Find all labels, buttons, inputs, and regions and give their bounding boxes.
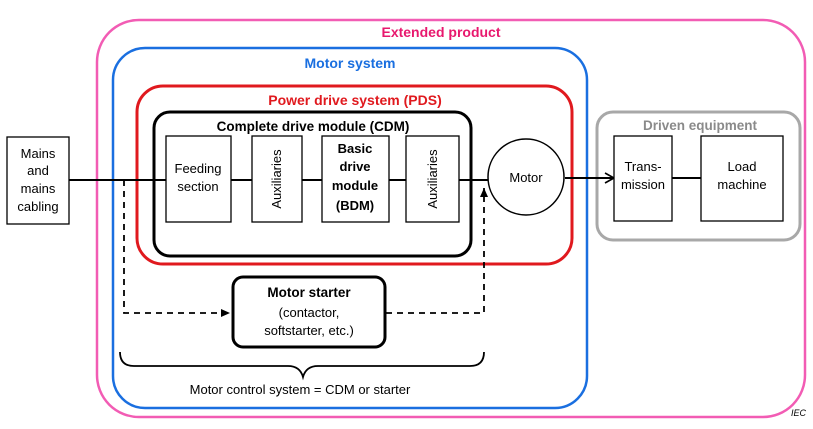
dashed-path-to-starter xyxy=(123,180,230,317)
pds-label: Power drive system (PDS) xyxy=(268,92,442,108)
mains-line-1: Mains xyxy=(21,146,56,161)
transmission-line-1: Trans- xyxy=(624,159,661,174)
motor-starter-box xyxy=(231,275,387,349)
auxiliaries-1-label: Auxiliaries xyxy=(269,149,284,209)
transmission-box xyxy=(613,135,673,222)
feeding-line-1: Feeding xyxy=(175,161,222,176)
motor-control-brace xyxy=(119,351,485,381)
bdm-line-1: Basic xyxy=(338,141,373,156)
iec-mark: IEC xyxy=(791,408,807,418)
bdm-line-4: (BDM) xyxy=(336,198,374,213)
cdm-label: Complete drive module (CDM) xyxy=(217,119,410,134)
auxiliaries-1-box xyxy=(251,135,303,223)
bdm-line-3: module xyxy=(332,178,378,193)
load-machine-line-1: Load xyxy=(728,159,757,174)
auxiliaries-2-label: Auxiliaries xyxy=(425,149,440,209)
extended-product-boundary xyxy=(95,18,807,419)
feeding-section-box xyxy=(165,135,232,223)
dashed-path-to-motor xyxy=(386,188,488,314)
motor-starter-title: Motor starter xyxy=(267,285,351,300)
feeding-line-2: section xyxy=(177,179,218,194)
load-machine-box xyxy=(700,135,784,222)
bdm-line-2: drive xyxy=(339,159,370,174)
motor-system-label: Motor system xyxy=(304,55,395,71)
extended-product-label: Extended product xyxy=(381,24,500,40)
mains-line-3: mains xyxy=(21,181,56,196)
motor-system-boundary xyxy=(111,46,589,410)
motor-starter-sub-2: softstarter, etc.) xyxy=(264,323,354,338)
bdm-box xyxy=(321,135,390,223)
transmission-line-2: mission xyxy=(621,177,665,192)
driven-equipment-label: Driven equipment xyxy=(643,118,758,133)
driven-equipment-boundary xyxy=(595,110,802,242)
mains-line-4: cabling xyxy=(17,199,58,214)
motor-circle xyxy=(487,138,565,216)
auxiliaries-2-box xyxy=(405,135,460,223)
motor-label: Motor xyxy=(509,170,543,185)
load-machine-line-2: machine xyxy=(717,177,766,192)
motor-control-system-label: Motor control system = CDM or starter xyxy=(190,382,411,397)
motor-starter-sub-1: (contactor, xyxy=(279,305,340,320)
mains-line-2: and xyxy=(27,163,49,178)
cdm-boundary xyxy=(152,110,473,258)
pds-boundary xyxy=(135,84,574,266)
mains-box xyxy=(6,136,70,225)
